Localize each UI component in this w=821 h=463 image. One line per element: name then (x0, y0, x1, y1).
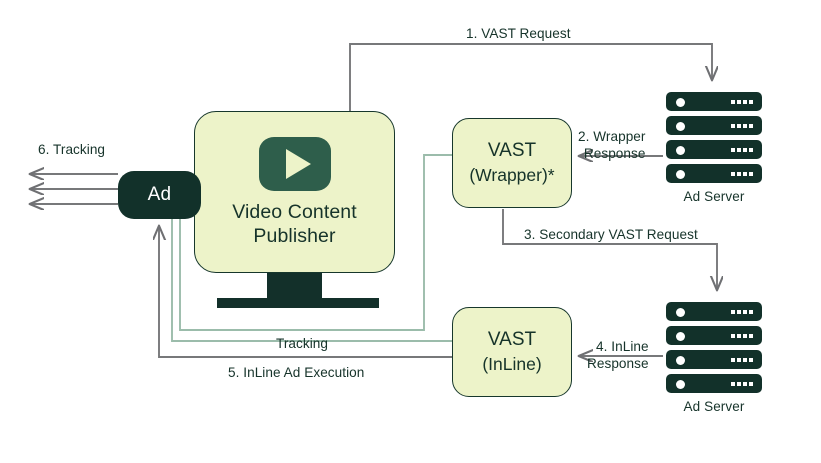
server-unit (666, 374, 762, 393)
ad-server-top-caption: Ad Server (683, 189, 745, 204)
server-bars-icon (731, 309, 753, 314)
server-led-icon (676, 331, 685, 341)
server-led-icon (676, 379, 685, 389)
video-content-publisher-node[interactable]: Video Content Publisher (194, 111, 395, 273)
server-led-icon (676, 355, 685, 365)
label-step-1: 1. VAST Request (466, 26, 571, 41)
label-step-6: 6. Tracking (38, 142, 106, 157)
label-step-4-line1: 4. InLine (596, 339, 649, 354)
server-bars-icon (731, 381, 753, 386)
server-unit (666, 140, 762, 159)
label-step-2-line1: 2. Wrapper (578, 129, 646, 144)
vast-inline-label-line1: VAST (487, 329, 537, 350)
label-step-2: 2. Wrapper Response (578, 128, 646, 162)
server-unit (666, 302, 762, 321)
publisher-label-line2: Publisher (253, 224, 336, 247)
server-unit (666, 164, 762, 183)
server-led-icon (676, 121, 685, 131)
server-unit (666, 116, 762, 135)
label-tracking: Tracking (276, 336, 329, 351)
server-bars-icon (731, 357, 753, 362)
label-step-2-line2: Response (583, 146, 646, 161)
wire-secondary-vast-request (502, 209, 717, 290)
server-led-icon (676, 169, 685, 179)
server-bars-icon (731, 171, 753, 176)
server-led-icon (676, 145, 685, 155)
server-bars-icon (731, 123, 753, 128)
server-bars-icon (731, 99, 753, 104)
monitor-neck (267, 272, 322, 300)
ad-server-bottom-caption: Ad Server (683, 399, 745, 414)
label-step-4-line2: Response (587, 356, 649, 371)
server-unit (666, 350, 762, 369)
label-step-3: 3. Secondary VAST Request (524, 227, 698, 242)
server-unit (666, 326, 762, 345)
play-icon (258, 136, 331, 191)
ad-node[interactable]: Ad (118, 171, 201, 219)
vast-wrapper-node[interactable]: VAST (Wrapper)* (452, 118, 572, 208)
vast-inline-node[interactable]: VAST (InLine) (452, 307, 572, 397)
vast-wrapper-label-line2: (Wrapper)* (469, 165, 555, 185)
ad-server-bottom[interactable]: Ad Server (666, 302, 762, 414)
server-bars-icon (731, 147, 753, 152)
vast-inline-label-line2: (InLine) (482, 354, 542, 374)
publisher-label-line1: Video Content (232, 200, 357, 223)
label-step-5: 5. InLine Ad Execution (228, 365, 365, 380)
monitor-base (217, 298, 379, 308)
server-bars-icon (731, 333, 753, 338)
ad-server-top[interactable]: Ad Server (666, 92, 762, 204)
vast-wrapper-label-line1: VAST (487, 140, 537, 161)
ad-label: Ad (147, 184, 172, 205)
wire-vast-request (349, 43, 712, 118)
label-step-4: 4. InLine Response (587, 338, 649, 372)
server-unit (666, 92, 762, 111)
server-led-icon (676, 97, 685, 107)
server-led-icon (676, 307, 685, 317)
